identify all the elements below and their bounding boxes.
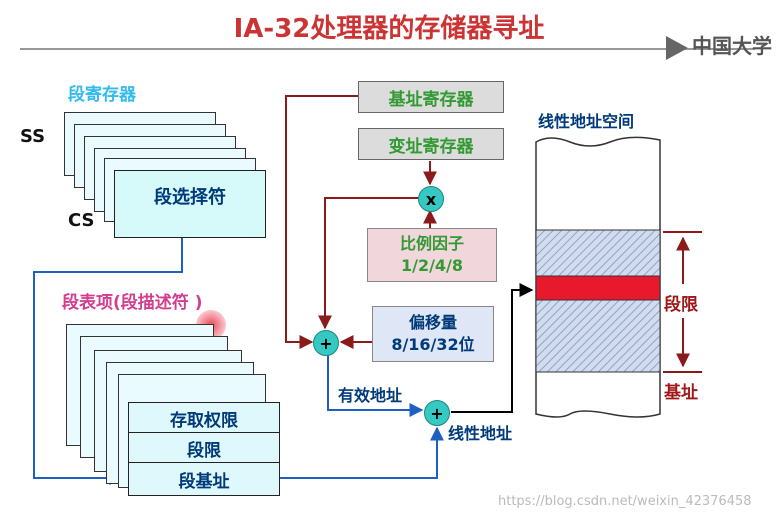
watermark: https://blog.csdn.net/weixin_42376458 [498,494,752,509]
product-arrow [318,197,418,330]
descriptor-limit: 段限 [128,432,280,464]
selector-label: 段选择符 [154,187,226,208]
logo: 中国大学 [666,30,772,60]
linear-address-space [535,136,661,418]
descriptor-access-rights: 存取权限 [128,402,280,434]
linear-adder: + [424,400,450,426]
linear-address-label: 线性地址 [448,424,513,443]
selector-card: 段选择符 [114,170,266,238]
displacement-title: 偏移量 [408,313,457,332]
segment-lower-region [535,299,661,373]
base-register-arrow [285,95,358,349]
scale-factor-values: 1/2/4/8 [400,256,464,275]
page-title: IA-32处理器的存储器寻址 [233,14,545,44]
multiply-operator: x [418,186,444,212]
segment-upper-region [535,229,661,277]
index-register-box: 变址寄存器 [358,128,504,160]
displacement-values: 8/16/32位 [391,335,475,354]
selector-to-descriptor-arrow [33,238,183,485]
logo-text: 中国大学 [692,34,772,58]
scale-factor-title: 比例因子 [399,234,464,253]
segment-limit-label: 段限 [664,295,698,315]
title-divider [20,48,755,50]
descriptor-heading: 段表项(段描述符 ) [62,293,203,313]
segment-registers-heading: 段寄存器 [68,85,136,105]
displacement-box: 偏移量 8/16/32位 [372,306,494,362]
base-register-box: 基址寄存器 [358,81,504,113]
scale-factor-box: 比例因子 1/2/4/8 [367,228,497,282]
base-to-adder-arrow [280,426,444,479]
linear-address-arrow [451,283,534,413]
effective-address-label: 有效地址 [338,386,403,405]
linear-space-heading: 线性地址空间 [538,112,635,131]
effective-address-arrow [327,354,424,417]
addressed-location [535,275,661,301]
ss-label: SS [20,126,46,147]
play-icon [666,35,688,60]
cs-label: CS [68,210,95,231]
effective-adder: + [313,330,339,356]
descriptor-base: 段基址 [128,462,280,496]
base-address-label: 基址 [664,383,698,403]
